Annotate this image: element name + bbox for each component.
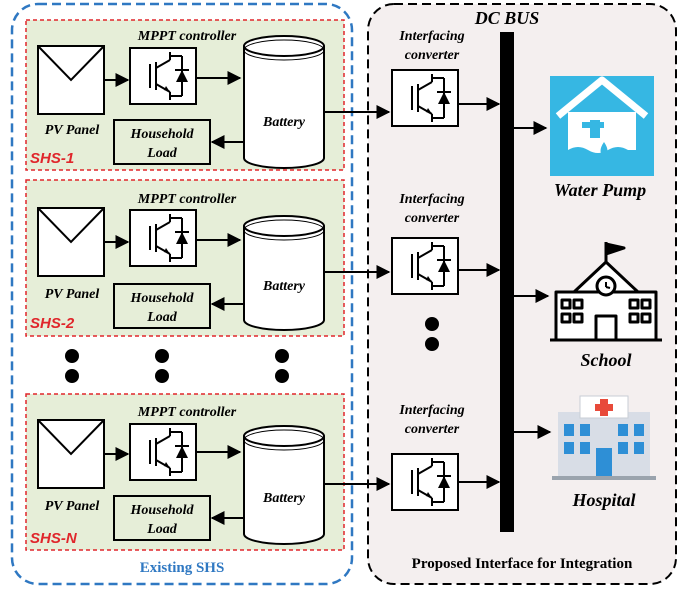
shs-1-pv-label: PV Panel [45,123,100,138]
hospital-label: Hospital [571,490,635,510]
existing-shs-label: Existing SHS [140,560,225,576]
shs-1-tag: SHS-1 [30,150,74,167]
converter-2-group: Interfacing converter [324,192,501,295]
shs-2-household-load-box [113,283,211,329]
shs-2-battery-icon [243,215,325,331]
shs-1-group: MPPT controller PV Panel Household Load … [25,19,345,171]
shs-1-household-load-box [113,119,211,165]
converter-1-line1: Interfacing [398,29,464,44]
converter-n-switch-icon [391,453,459,511]
shs-1-battery-icon [243,35,325,169]
shs-n-tag: SHS-N [30,530,78,547]
shs-n-mppt-switch-icon [129,423,197,481]
converter-2-line2: converter [405,211,460,226]
shs-2-mppt-switch-icon [129,209,197,267]
converter-n-group: Interfacing converter [324,403,501,511]
shs-n-household-label: Household [129,503,194,518]
shs-2-mppt-label: MPPT controller [137,192,237,207]
converter-2-switch-icon [391,237,459,295]
shs-n-battery-icon [243,425,325,545]
hospital-icon [552,395,656,480]
shs-n-pv-label: PV Panel [45,499,100,514]
existing-shs-frame [10,2,354,586]
converter-n-line1: Interfacing [398,403,464,418]
shs-n-load-label: Load [146,522,178,537]
shs-2-group: MPPT controller PV Panel Household Load … [25,179,345,337]
water-pump-icon [550,76,654,176]
converter-ellipsis-dots [425,317,439,351]
proposed-interface-label: Proposed Interface for Integration [412,556,633,572]
converter-1-group: Interfacing converter [324,29,501,127]
shs-2-pv-panel-icon [37,207,105,277]
shs-ellipsis-dots [65,349,289,383]
dc-bus-label: DC BUS [474,8,540,28]
school-group: School [514,242,662,370]
converter-2-line1: Interfacing [398,192,464,207]
shs-2-load-label: Load [146,310,178,325]
shs-1-household-label: Household [129,127,194,142]
dc-bus-bar [500,32,514,532]
shs-2-pv-label: PV Panel [45,287,100,302]
shs-n-pv-panel-icon [37,419,105,489]
converter-1-switch-icon [391,69,459,127]
shs-1-pv-panel-icon [37,45,105,115]
shs-n-household-load-box [113,495,211,541]
water-pump-group: Water Pump [514,76,654,200]
shs-1-mppt-switch-icon [129,47,197,105]
shs-n-group: MPPT controller PV Panel Household Load … [25,393,345,551]
shs-2-household-label: Household [129,291,194,306]
shs-n-mppt-label: MPPT controller [137,405,237,420]
shs-1-mppt-label: MPPT controller [137,29,237,44]
shs-2-tag: SHS-2 [30,315,75,332]
school-icon [550,242,662,342]
shs-n-battery-label: Battery [262,491,306,506]
shs-2-battery-label: Battery [262,279,306,294]
shs-1-load-label: Load [146,146,178,161]
hospital-group: Hospital [514,395,656,510]
school-label: School [580,350,631,370]
converter-n-line2: converter [405,422,460,437]
water-pump-label: Water Pump [554,180,646,200]
converter-1-line2: converter [405,48,460,63]
shs-1-battery-label: Battery [262,115,306,130]
